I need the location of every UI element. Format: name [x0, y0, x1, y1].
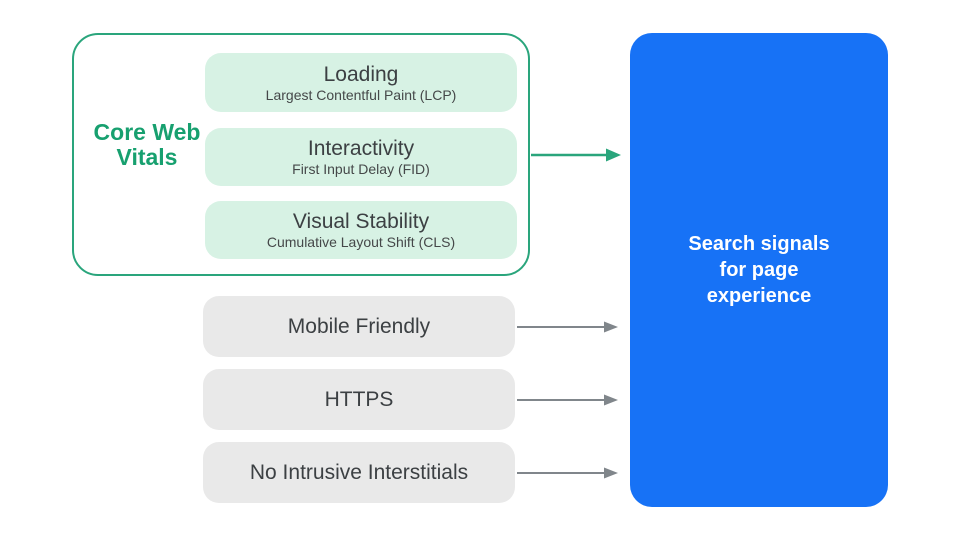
mobile-friendly-label: Mobile Friendly [287, 315, 431, 338]
no-intrusive-interstitials-pill: No Intrusive Interstitials [203, 442, 515, 503]
https-arrow [517, 394, 618, 406]
no-intrusive-interstitials-arrow [517, 467, 618, 479]
core-web-vitals-group: Core Web Vitals Loading Largest Contentf… [72, 33, 530, 276]
search-signals-line-1: Search signals [688, 233, 830, 255]
mobile-friendly-pill: Mobile Friendly [203, 296, 515, 357]
https-label: HTTPS [324, 388, 394, 411]
search-signals-line-2: for page [719, 259, 799, 281]
visual-stability-subtitle: Cumulative Layout Shift (CLS) [266, 234, 456, 250]
search-signals-label: Search signals for page experience [654, 231, 864, 309]
visual-stability-pill: Visual Stability Cumulative Layout Shift… [205, 201, 517, 259]
no-intrusive-interstitials-label: No Intrusive Interstitials [249, 461, 469, 484]
core-web-vitals-label: Core Web Vitals [93, 119, 201, 170]
mobile-friendly-arrow [517, 321, 618, 333]
loading-title: Loading [323, 62, 399, 86]
https-pill: HTTPS [203, 369, 515, 430]
visual-stability-title: Visual Stability [292, 210, 430, 233]
search-signals-line-3: experience [706, 285, 812, 307]
interactivity-pill: Interactivity First Input Delay (FID) [205, 128, 517, 186]
loading-subtitle: Largest Contentful Paint (LCP) [265, 86, 457, 103]
search-signals-box: Search signals for page experience [630, 33, 888, 507]
interactivity-title: Interactivity [307, 137, 415, 160]
interactivity-subtitle: First Input Delay (FID) [292, 161, 430, 177]
core-web-vitals-arrow [531, 148, 621, 162]
loading-pill: Loading Largest Contentful Paint (LCP) [205, 53, 517, 112]
